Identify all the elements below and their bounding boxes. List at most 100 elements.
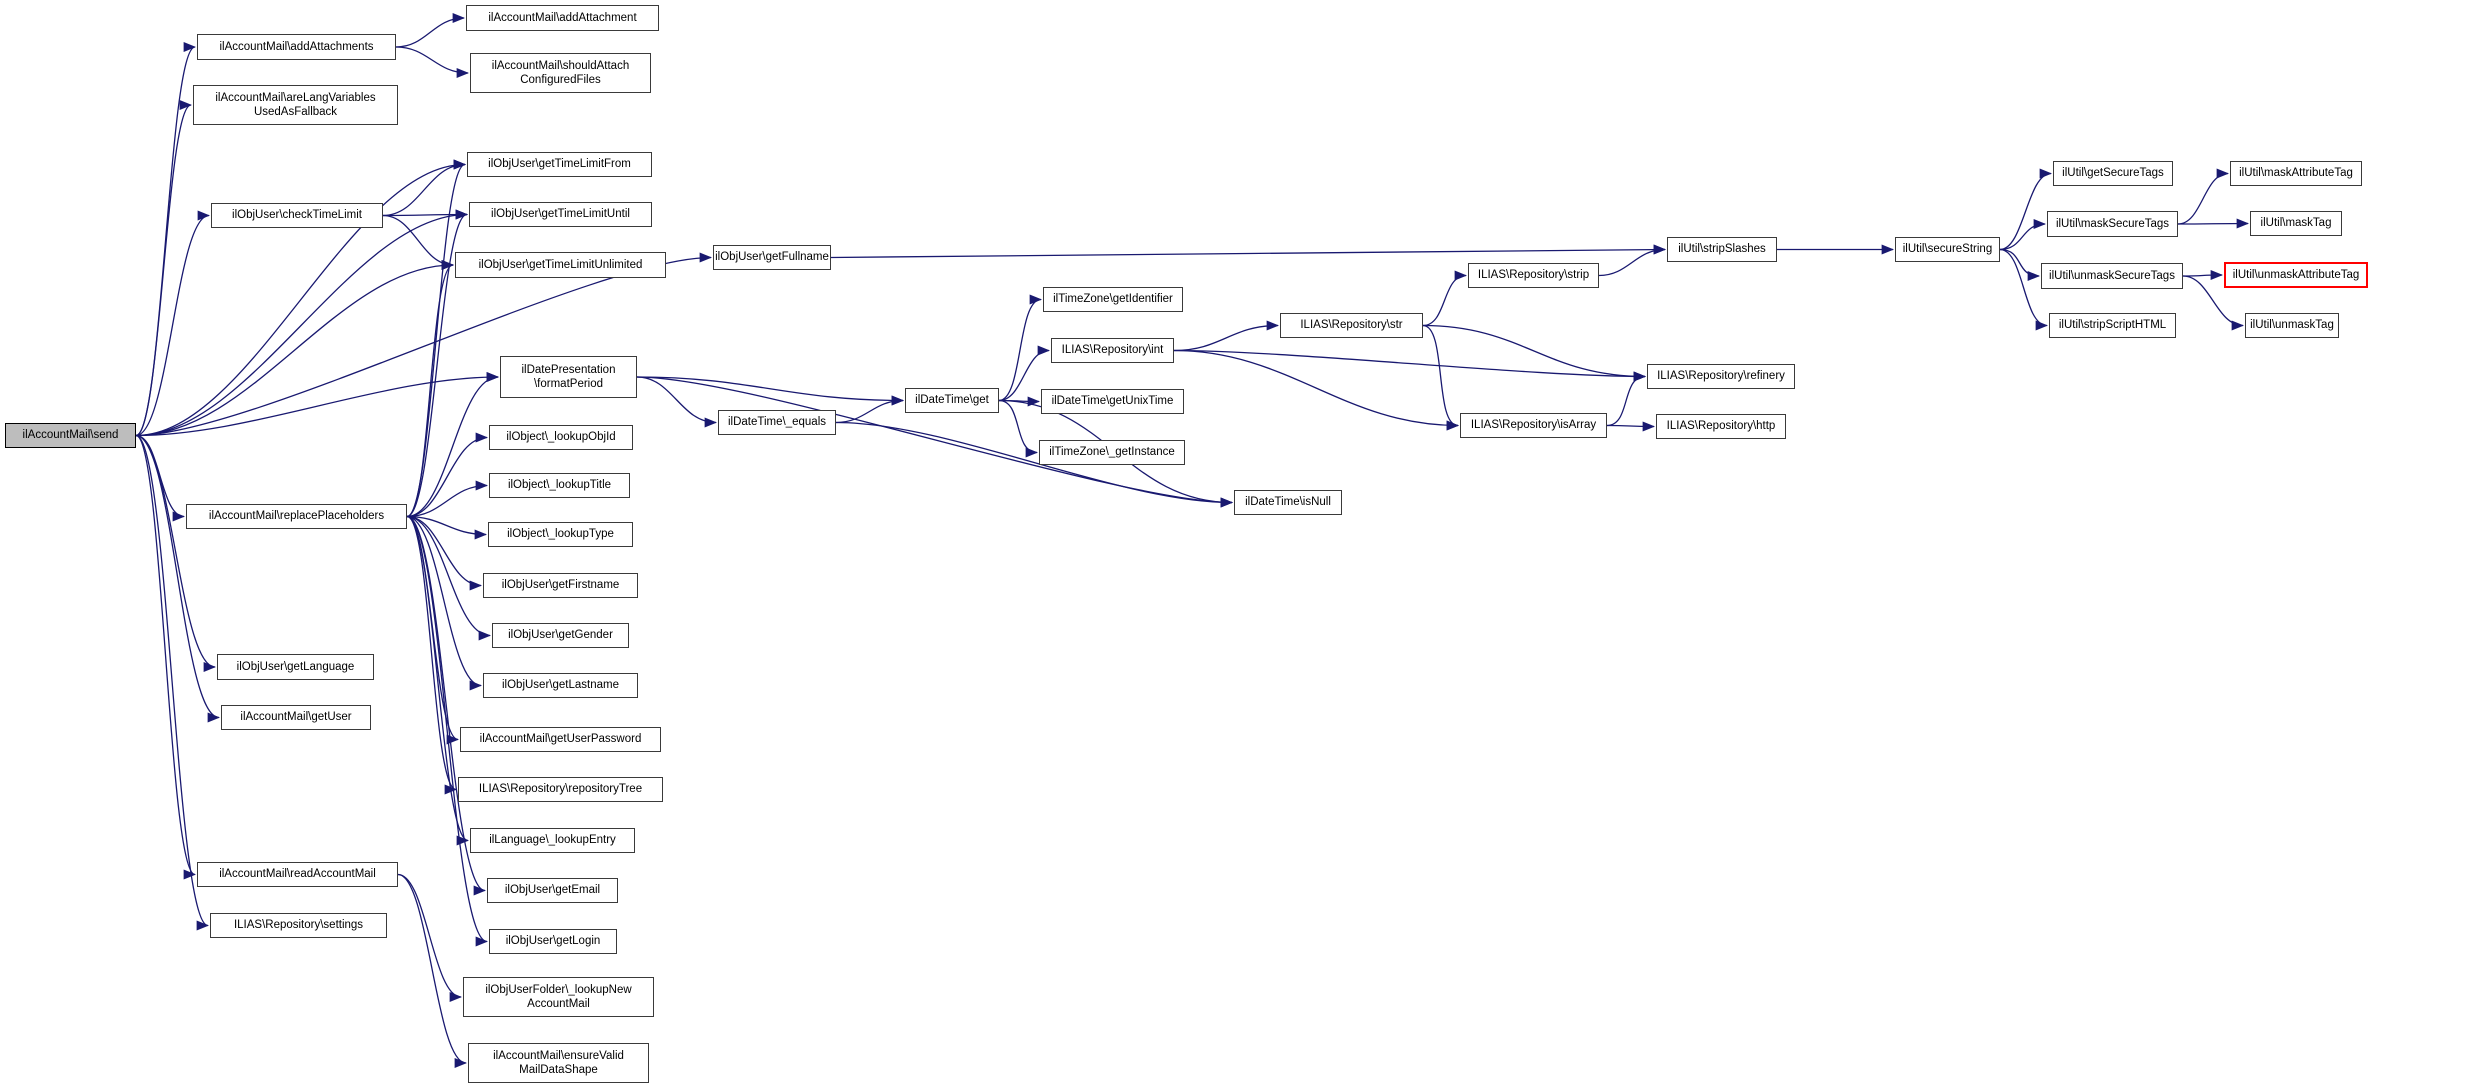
call-edge-secure-string--get-secure-tags (1999, 168, 2052, 251)
graph-node-send[interactable]: ilAccountMail\send (5, 423, 136, 448)
call-edge-repository-str--is-array (1422, 324, 1459, 431)
call-edge-format-period--datetime-get (636, 376, 904, 406)
graph-node-mask-secure-tags[interactable]: ilUtil\maskSecureTags (2047, 211, 2178, 237)
graph-node-datetime-get[interactable]: ilDateTime\get (905, 388, 999, 413)
graph-node-label: ilAccountMail\shouldAttach (491, 59, 630, 72)
graph-node-get-firstname[interactable]: ilObjUser\getFirstname (483, 573, 638, 598)
call-edge-check-time-limit--get-time-limit-from (382, 159, 466, 217)
call-edge-datetime-get--get-identifier (998, 294, 1042, 402)
graph-node-repository-tree[interactable]: ILIAS\Repository\repositoryTree (458, 777, 663, 802)
graph-node-is-null[interactable]: ilDateTime\isNull (1234, 490, 1342, 515)
graph-node-get-instance[interactable]: ilTimeZone\_getInstance (1039, 440, 1185, 465)
graph-node-get-login[interactable]: ilObjUser\getLogin (489, 929, 617, 954)
graph-node-get-language[interactable]: ilObjUser\getLanguage (217, 654, 374, 680)
graph-node-mask-tag[interactable]: ilUtil\maskTag (2250, 211, 2342, 236)
graph-node-get-fullname[interactable]: ilObjUser\getFullname (713, 245, 831, 270)
graph-node-label: ilLanguage\_lookupEntry (489, 834, 616, 847)
graph-node-replace-placeholders[interactable]: ilAccountMail\replacePlaceholders (186, 504, 407, 529)
graph-node-get-gender[interactable]: ilObjUser\getGender (492, 623, 629, 648)
graph-node-unmask-attribute-tag[interactable]: ilUtil\unmaskAttributeTag (2224, 262, 2368, 288)
graph-node-label: ilUtil\maskTag (2260, 217, 2332, 230)
call-edge-replace-placeholders--get-firstname (406, 515, 482, 591)
graph-node-unmask-tag[interactable]: ilUtil\unmaskTag (2245, 313, 2339, 338)
graph-node-lookup-title[interactable]: ilObject\_lookupTitle (489, 473, 630, 498)
graph-node-is-array[interactable]: ILIAS\Repository\isArray (1460, 413, 1607, 438)
graph-node-label: \formatPeriod (533, 378, 604, 390)
graph-node-get-user[interactable]: ilAccountMail\getUser (221, 705, 371, 730)
graph-node-repository-str[interactable]: ILIAS\Repository\str (1280, 313, 1423, 338)
graph-node-unmask-secure-tags[interactable]: ilUtil\unmaskSecureTags (2041, 263, 2183, 289)
graph-node-add-attachment[interactable]: ilAccountMail\addAttachment (466, 5, 659, 31)
call-edge-is-array--repository-http (1606, 421, 1655, 432)
graph-node-label: ConfiguredFiles (520, 74, 601, 86)
call-edge-send--get-user (135, 434, 220, 723)
graph-node-label: ilUtil\getSecureTags (2062, 167, 2164, 180)
graph-node-add-attachments[interactable]: ilAccountMail\addAttachments (197, 34, 396, 60)
call-edge-send--get-time-limit-unlimited (135, 260, 454, 437)
graph-node-label: ilUtil\maskSecureTags (2055, 217, 2170, 230)
graph-node-get-time-limit-from[interactable]: ilObjUser\getTimeLimitFrom (467, 152, 652, 177)
graph-node-repository-http[interactable]: ILIAS\Repository\http (1656, 414, 1786, 439)
graph-node-get-secure-tags[interactable]: ilUtil\getSecureTags (2053, 161, 2173, 186)
graph-node-label: ilUtil\unmaskTag (2250, 319, 2334, 332)
graph-node-repository-strip[interactable]: ILIAS\Repository\strip (1468, 263, 1599, 288)
graph-node-mask-attribute-tag[interactable]: ilUtil\maskAttributeTag (2230, 161, 2362, 186)
graph-node-lookup-obj-id[interactable]: ilObject\_lookupObjId (489, 425, 633, 450)
graph-node-get-lastname[interactable]: ilObjUser\getLastname (483, 673, 638, 698)
graph-node-label: ilObjUser\getFirstname (501, 579, 620, 592)
graph-node-label: ilAccountMail\ensureValid (493, 1049, 624, 1062)
graph-node-get-user-password[interactable]: ilAccountMail\getUserPassword (460, 727, 661, 752)
call-edge-get-fullname--strip-slashes (830, 244, 1666, 259)
graph-node-get-unix-time[interactable]: ilDateTime\getUnixTime (1041, 389, 1184, 414)
call-edge-secure-string--mask-secure-tags (1999, 219, 2046, 251)
graph-node-label: ilObjUser\getEmail (504, 884, 601, 897)
graph-node-lookup-entry[interactable]: ilLanguage\_lookupEntry (470, 828, 635, 853)
graph-node-label: ilAccountMail\addAttachment (488, 11, 637, 24)
graph-node-secure-string[interactable]: ilUtil\secureString (1895, 237, 2000, 262)
graph-node-check-time-limit[interactable]: ilObjUser\checkTimeLimit (211, 203, 383, 228)
graph-node-label: ilObjUser\getLastname (502, 679, 619, 692)
graph-node-label: ILIAS\Repository\http (1666, 420, 1776, 433)
graph-node-label: ilObjUserFolder\_lookupNew (485, 983, 632, 996)
call-edge-repository-int--repository-refinery (1173, 349, 1646, 382)
call-edge-replace-placeholders--lookup-obj-id (406, 432, 488, 518)
call-edge-send--get-language (135, 434, 216, 672)
graph-node-format-period[interactable]: ilDatePresentation\formatPeriod (500, 356, 637, 398)
graph-node-get-identifier[interactable]: ilTimeZone\getIdentifier (1043, 287, 1183, 312)
call-edge-replace-placeholders--get-user-password (406, 515, 459, 745)
graph-node-label: ilAccountMail\addAttachments (219, 40, 374, 53)
graph-node-get-time-limit-until[interactable]: ilObjUser\getTimeLimitUntil (469, 202, 652, 227)
graph-node-get-email[interactable]: ilObjUser\getEmail (487, 878, 618, 903)
call-edge-equals--datetime-get (835, 395, 904, 424)
graph-node-read-account-mail[interactable]: ilAccountMail\readAccountMail (197, 862, 398, 887)
graph-node-label: ilTimeZone\_getInstance (1049, 446, 1175, 459)
call-edge-format-period--equals (636, 376, 717, 428)
graph-node-label: ilTimeZone\getIdentifier (1053, 293, 1173, 306)
call-edge-replace-placeholders--lookup-type (406, 515, 487, 540)
call-edge-replace-placeholders--get-time-limit-unlimited (406, 260, 454, 518)
graph-node-repository-refinery[interactable]: ILIAS\Repository\refinery (1647, 364, 1795, 389)
graph-node-label: ilAccountMail\send (22, 429, 119, 442)
graph-node-lookup-type[interactable]: ilObject\_lookupType (488, 522, 633, 547)
graph-node-label: ilObject\_lookupTitle (507, 479, 612, 492)
graph-node-strip-script-html[interactable]: ilUtil\stripScriptHTML (2049, 313, 2176, 338)
call-edge-replace-placeholders--get-gender (406, 515, 491, 641)
graph-node-label: ilAccountMail\replacePlaceholders (208, 510, 385, 523)
graph-node-label: ilAccountMail\readAccountMail (219, 868, 376, 881)
call-edge-is-array--repository-refinery (1606, 371, 1646, 427)
graph-node-strip-slashes[interactable]: ilUtil\stripSlashes (1667, 237, 1777, 262)
graph-node-equals[interactable]: ilDateTime\_equals (718, 410, 836, 435)
graph-node-label: ilUtil\unmaskAttributeTag (2232, 268, 2360, 281)
graph-node-repository-int[interactable]: ILIAS\Repository\int (1051, 338, 1174, 363)
graph-node-get-time-limit-unlimited[interactable]: ilObjUser\getTimeLimitUnlimited (455, 252, 666, 278)
graph-node-label: MailDataShape (519, 1064, 598, 1076)
graph-node-label: ilDateTime\getUnixTime (1051, 395, 1174, 408)
graph-node-label: ilUtil\stripScriptHTML (2058, 319, 2167, 332)
call-edge-replace-placeholders--get-time-limit-from (406, 159, 466, 518)
graph-node-settings[interactable]: ILIAS\Repository\settings (210, 913, 387, 938)
